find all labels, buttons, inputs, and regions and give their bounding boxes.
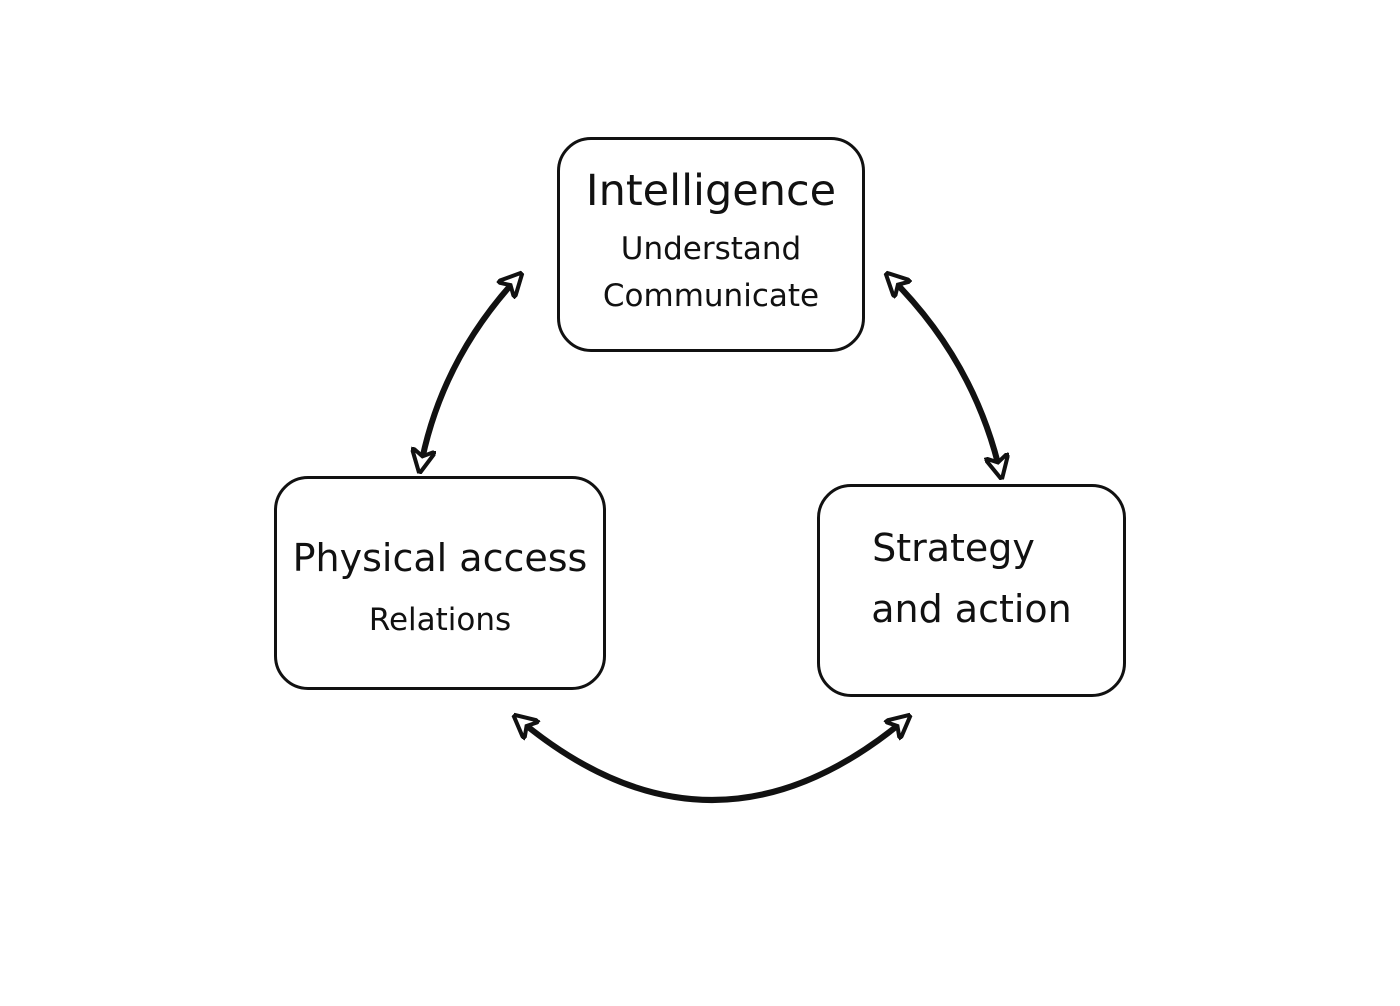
node-physical-access: Physical access Relations <box>274 476 606 690</box>
arrow-intelligence-strategy <box>888 275 1001 476</box>
node-intelligence-line-communicate: Communicate <box>602 278 820 314</box>
node-physical-access-title: Physical access <box>292 536 588 580</box>
node-intelligence-title: Intelligence <box>585 166 837 216</box>
arrow-physical-strategy <box>516 717 908 803</box>
node-strategy-title-line2: and action <box>871 587 1072 631</box>
node-physical-access-line-relations: Relations <box>368 602 512 638</box>
arrow-intelligence-physical <box>420 275 520 470</box>
node-intelligence: Intelligence Understand Communicate <box>557 137 865 352</box>
node-strategy-title-line1: Strategy <box>872 526 1035 570</box>
node-intelligence-line-understand: Understand <box>620 231 802 267</box>
node-strategy-and-action: Strategy and action <box>817 484 1126 697</box>
